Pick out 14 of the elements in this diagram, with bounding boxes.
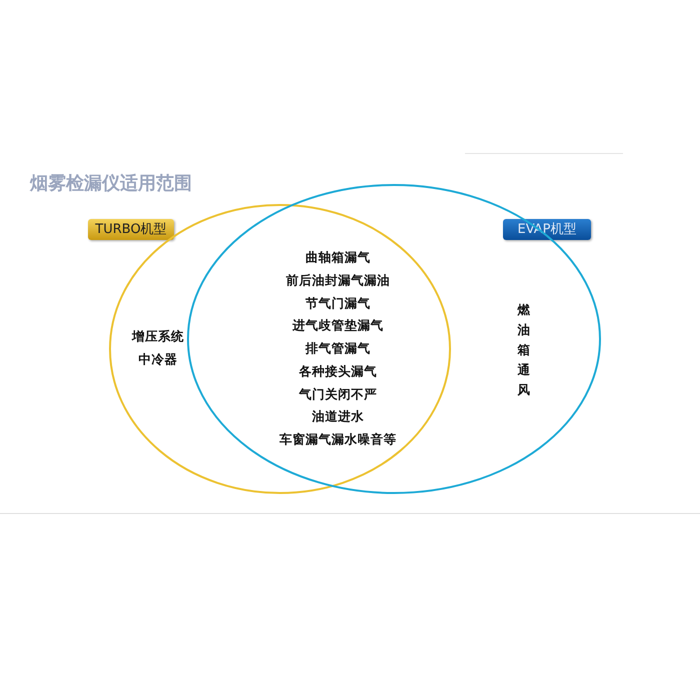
region-label: 进气歧管垫漏气 [292,318,384,334]
region-label: 节气门漏气 [306,296,370,312]
region-label: 增压系统 [132,328,184,346]
region-label: 曲轴箱漏气 [306,250,370,266]
region-label: 燃油箱通风 [518,301,530,399]
region-label: 各种接头漏气 [299,364,377,380]
diagram-title: 烟雾检漏仪适用范围 [30,172,192,195]
region-label: 油道进水 [312,408,364,426]
region-label: 排气管漏气 [306,340,370,358]
region-label: 车窗漏气漏水噪音等 [280,432,396,448]
category-badge: TURBO机型 [88,219,174,240]
region-label: 气门关闭不严 [299,386,377,404]
region-label: 前后油封漏气漏油 [286,272,390,290]
region-label: 中冷器 [138,352,178,368]
